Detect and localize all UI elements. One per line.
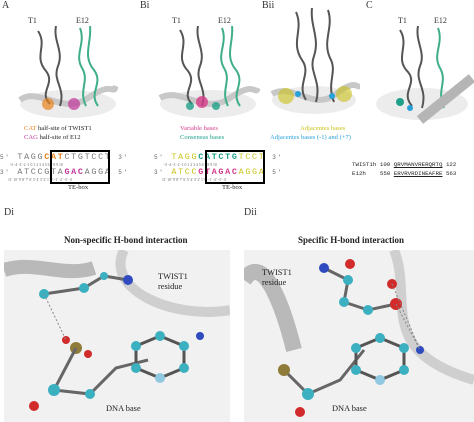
legend-cat: CAT half-site of TWIST1 [24, 125, 92, 132]
legend-consensus: Consensus bases [180, 134, 225, 141]
sequence-numbers-top: -5 -4 -3 -2 -1 0 1 2 3 4 5 6 7 8 9 10 [10, 163, 63, 167]
sequence-numbers-bottom-b: 11' 10' 9' 8' 7' 6' 5' 4' 3' 2' 1' 0' -1… [162, 178, 227, 182]
panel-di-render [4, 250, 230, 422]
dna-label-di: DNA base [106, 404, 141, 413]
te-box-label-a: TE-box [68, 184, 89, 191]
chain-label-t1-bi: T1 [172, 16, 181, 25]
chain-label-e12-bi: E12 [218, 16, 231, 25]
legend-cag: CAG half-site of E12 [24, 134, 81, 141]
te-box-frame-b [205, 150, 265, 184]
structure-c [376, 26, 474, 124]
sequence-block-a: 5' TAGGCATCTGTCCT 3' -5 -4 -3 -2 -1 0 1 … [0, 152, 129, 182]
chain-label-e12: E12 [76, 16, 89, 25]
molecule-dii [244, 250, 474, 417]
dna-label-dii: DNA base [332, 404, 367, 413]
sequence-alignment: TWIST1h 109 QRVMANVRERQRTQ 122 E12h 550 … [352, 160, 456, 178]
structure-a [18, 26, 118, 118]
sequence-block-b: 5' TAGGCATCTGTCCT 3' -5 -4 -3 -2 -1 0 1 … [154, 152, 283, 182]
structure-bi [158, 26, 260, 118]
panel-label-bi: Bi [140, 0, 150, 11]
te-box-label-b: TE-box [222, 184, 243, 191]
panel-label-bii: Bii [262, 0, 275, 11]
sequence-bottom-strand-b: 3' ATCCGTAGACAGGA 5' [154, 167, 283, 177]
panel-label-a: A [2, 0, 10, 11]
sequence-numbers-bottom: 11' 10' 9' 8' 7' 6' 5' 4' 3' 2' 1' 0' -1… [8, 178, 73, 182]
chain-label-t1: T1 [28, 16, 37, 25]
legend-variable: Variable bases [180, 125, 218, 132]
panel-label-c: C [366, 0, 373, 11]
chain-label-t1-c: T1 [398, 16, 407, 25]
sequence-top-strand: 5' TAGGCATCTGTCCT 3' [0, 152, 129, 162]
legend-adjacent: Adjacentes bases [300, 125, 346, 132]
legend-adjacent-pm: Adjacentes bases (-1) and (+7) [270, 134, 351, 141]
sequence-top-strand-b: 5' TAGGCATCTGTCCT 3' [154, 152, 283, 162]
molecule-di [4, 250, 230, 411]
sequence-numbers-top-b: -5 -4 -3 -2 -1 0 1 2 3 4 5 6 7 8 9 10 [164, 163, 217, 167]
panel-label-di: Di [4, 207, 14, 218]
structure-bii [270, 8, 360, 114]
panel-label-dii: Dii [244, 207, 257, 218]
alignment-row-twist1: TWIST1h 109 QRVMANVRERQRTQ 122 [352, 161, 457, 168]
chain-label-e12-c: E12 [434, 16, 447, 25]
panel-dii-title: Specific H-bond interaction [298, 235, 404, 245]
panel-di-title: Non-specific H-bond interaction [64, 235, 188, 245]
te-box-frame-a [50, 150, 110, 184]
sequence-bottom-strand: 3' ATCCGTAGACAGGA 5' [0, 167, 129, 177]
panel-dii-render [244, 250, 474, 422]
alignment-row-e12: E12h 550 ERVRVRDINEAFRE 563 [352, 170, 457, 177]
